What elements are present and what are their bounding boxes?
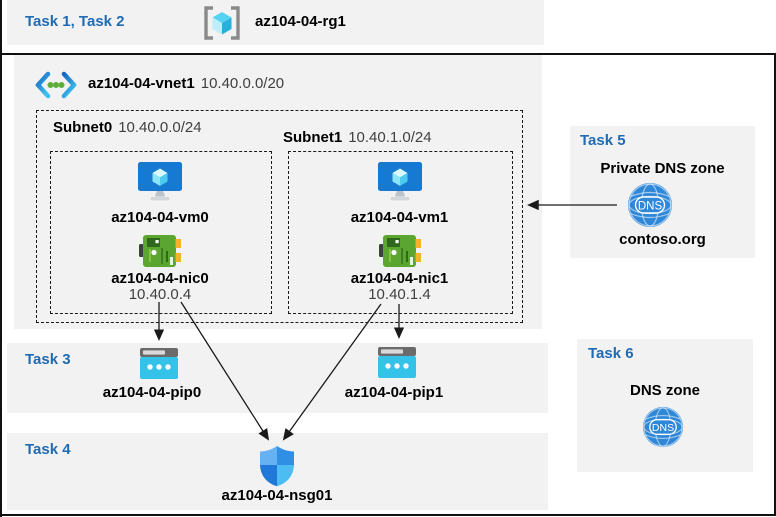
vm1-name: az104-04-vm1 — [350, 209, 449, 226]
subnet1-title: Subnet1 10.40.1.0/24 — [283, 129, 432, 147]
vm1-icon — [377, 161, 423, 207]
subnet1-name: Subnet1 — [283, 129, 343, 146]
subnet0-title: Subnet0 10.40.0.0/24 — [53, 119, 202, 137]
private-dns-zone-title: Private DNS zone — [600, 160, 725, 177]
nic1-ip: 10.40.1.4 — [368, 286, 431, 303]
task5-label: Task 5 — [580, 132, 626, 149]
virtual-network-icon — [34, 70, 78, 105]
pip0-icon — [139, 347, 179, 385]
vnet-name: az104-04-vnet1 — [88, 75, 195, 92]
subnet0-cidr: 10.40.0.0/24 — [118, 119, 202, 136]
resource-group-icon — [202, 6, 242, 45]
nic1-name: az104-04-nic1 — [350, 270, 449, 287]
nic0-name: az104-04-nic0 — [111, 270, 209, 287]
resource-group-name: az104-04-rg1 — [255, 13, 346, 30]
subnet0-vm-boundary — [50, 151, 272, 314]
task6-panel — [577, 339, 753, 472]
vnet-cidr: 10.40.0.0/20 — [200, 75, 285, 92]
vm0-icon — [137, 161, 183, 207]
task3-label: Task 3 — [25, 351, 71, 368]
private-dns-zone-icon: DNS — [627, 182, 673, 233]
dns-zone-title: DNS zone — [629, 382, 700, 399]
vnet-panel — [14, 55, 542, 329]
task-1-2-label: Task 1, Task 2 — [25, 13, 125, 30]
nic0-icon — [137, 234, 183, 273]
vnet-title: az104-04-vnet1 10.40.0.0/20 — [88, 75, 284, 93]
subnets-outer-boundary — [36, 110, 523, 323]
subnet1-vm-boundary — [288, 151, 513, 314]
dns-zone-icon: DNS — [642, 406, 684, 453]
subnet1-cidr: 10.40.1.0/24 — [348, 129, 432, 146]
dns-zone-icon-text: DNS — [652, 422, 674, 434]
private-dns-icon-text: DNS — [638, 200, 663, 212]
private-dns-zone-name: contoso.org — [619, 231, 706, 248]
subnet0-name: Subnet0 — [53, 119, 113, 136]
pip0-name: az104-04-pip0 — [102, 384, 202, 401]
nic0-ip: 10.40.0.4 — [128, 286, 192, 303]
nsg-shield-icon — [259, 445, 295, 492]
resource-group-band: Task 1, Task 2 az104-04-rg1 — [7, 0, 544, 45]
diagram-frame — [0, 53, 776, 516]
nsg-name: az104-04-nsg01 — [221, 487, 333, 504]
task6-label: Task 6 — [588, 345, 634, 362]
vm0-name: az104-04-vm0 — [111, 209, 209, 226]
pip1-icon — [377, 346, 417, 384]
nic1-icon — [377, 234, 423, 273]
task3-band — [7, 343, 548, 413]
pip1-name: az104-04-pip1 — [344, 384, 444, 401]
task4-label: Task 4 — [25, 441, 71, 458]
